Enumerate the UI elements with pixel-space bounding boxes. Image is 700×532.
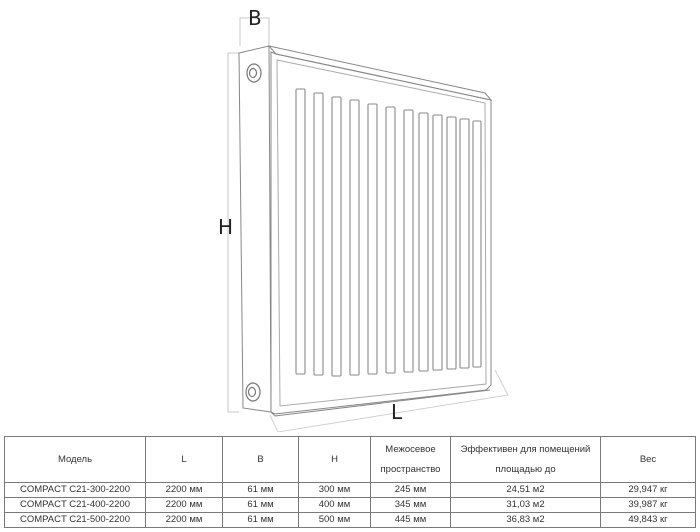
header-weight: Вес <box>600 436 696 483</box>
cell-length: 2200 мм <box>145 512 223 528</box>
table-row: COMPACT C21-400-2200 2200 мм 61 мм 400 м… <box>4 497 696 513</box>
radiator-fins <box>295 88 482 377</box>
cell-weight: 29,947 кг <box>600 482 696 498</box>
header-length: L <box>145 436 223 483</box>
cell-room-area: 24,51 м2 <box>450 482 601 498</box>
cell-length: 2200 мм <box>145 497 223 513</box>
radiator-illustration <box>227 17 509 433</box>
cell-weight: 49,843 кг <box>600 512 696 528</box>
cell-weight: 39,987 кг <box>600 497 696 513</box>
cell-depth: 61 мм <box>222 482 299 498</box>
cell-height: 500 мм <box>298 512 371 528</box>
cell-model: COMPACT C21-400-2200 <box>4 497 146 513</box>
dimension-label-h: H <box>218 215 234 239</box>
cell-room-area: 36,83 м2 <box>450 512 601 528</box>
cell-height: 400 мм <box>298 497 371 513</box>
valve-fittings <box>245 63 262 402</box>
cell-model: COMPACT C21-500-2200 <box>4 512 146 528</box>
header-depth: B <box>222 436 299 483</box>
cell-room-area: 31,03 м2 <box>450 497 601 513</box>
cell-length: 2200 мм <box>145 482 223 498</box>
cell-height: 300 мм <box>298 482 371 498</box>
cell-center-distance: 345 мм <box>370 497 451 513</box>
header-model: Модель <box>4 436 146 483</box>
cell-center-distance: 445 мм <box>370 512 451 528</box>
radiator-drawing: B H L <box>218 6 509 433</box>
cell-depth: 61 мм <box>222 512 299 528</box>
cell-depth: 61 мм <box>222 497 299 513</box>
dimension-label-l: L <box>391 400 403 424</box>
cell-model: COMPACT C21-300-2200 <box>4 482 146 498</box>
table-row: COMPACT C21-500-2200 2200 мм 61 мм 500 м… <box>4 512 696 528</box>
header-height: H <box>298 436 371 483</box>
dimension-label-b: B <box>248 6 262 30</box>
cell-center-distance: 245 мм <box>370 482 451 498</box>
table-row: COMPACT C21-300-2200 2200 мм 61 мм 300 м… <box>4 482 696 498</box>
